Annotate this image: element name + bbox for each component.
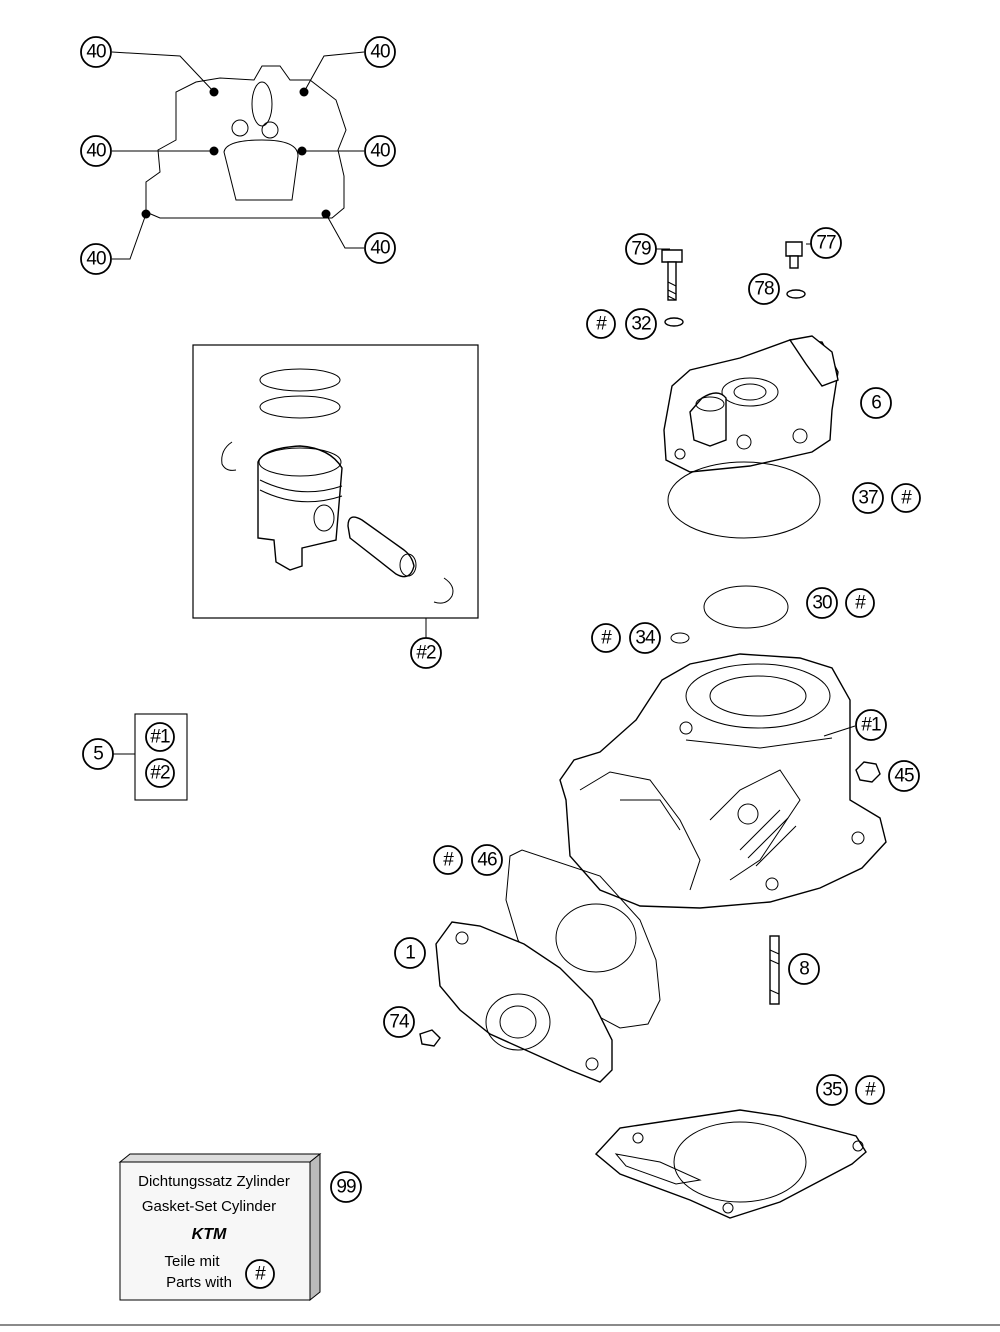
svg-text:45: 45 bbox=[894, 766, 914, 787]
svg-text:8: 8 bbox=[799, 959, 809, 980]
callout-99: 99 bbox=[330, 1171, 362, 1203]
svg-text:74: 74 bbox=[389, 1012, 410, 1033]
svg-text:32: 32 bbox=[631, 314, 651, 335]
page-bottom-rule bbox=[0, 1324, 1000, 1326]
callout-30-hash: # bbox=[845, 588, 875, 618]
callout-35-hash: # bbox=[855, 1075, 885, 1105]
callout-gasket-set-hash: # bbox=[245, 1259, 275, 1289]
svg-text:77: 77 bbox=[816, 233, 836, 254]
svg-text:40: 40 bbox=[86, 42, 106, 63]
callout-46-hash: # bbox=[433, 845, 463, 875]
svg-text:40: 40 bbox=[370, 141, 390, 162]
svg-text:40: 40 bbox=[86, 141, 106, 162]
svg-text:#1: #1 bbox=[150, 727, 170, 748]
callout-45: 45 bbox=[888, 760, 920, 792]
base-gasket-diagram bbox=[111, 51, 365, 260]
callout-40-top-right: 40 bbox=[364, 36, 396, 68]
cylinder-head-bolts bbox=[656, 241, 812, 327]
callout-30: 30 bbox=[806, 587, 838, 619]
callout-40-mid-left: 40 bbox=[80, 135, 112, 167]
svg-text:40: 40 bbox=[370, 42, 390, 63]
svg-text:#: # bbox=[596, 314, 607, 335]
svg-text:#: # bbox=[255, 1264, 266, 1285]
svg-text:#: # bbox=[443, 850, 454, 871]
svg-text:40: 40 bbox=[370, 238, 390, 259]
cylinder-head bbox=[663, 335, 839, 539]
callout-32: 32 bbox=[625, 308, 657, 340]
gasket-set-box: Dichtungssatz Zylinder Gasket-Set Cylind… bbox=[118, 1152, 322, 1302]
svg-text:35: 35 bbox=[822, 1080, 842, 1101]
svg-text:6: 6 bbox=[871, 393, 881, 414]
callout-77: 77 bbox=[810, 227, 842, 259]
svg-text:5: 5 bbox=[93, 744, 103, 765]
item-5-group bbox=[113, 713, 188, 801]
svg-text:78: 78 bbox=[754, 279, 774, 300]
svg-text:#2: #2 bbox=[416, 643, 436, 664]
gasket-set-line-en: Gasket-Set Cylinder bbox=[142, 1198, 276, 1215]
callout-78: 78 bbox=[748, 273, 780, 305]
callout-74: 74 bbox=[383, 1006, 415, 1038]
svg-text:1: 1 bbox=[405, 943, 415, 964]
gasket-set-line-de: Dichtungssatz Zylinder bbox=[138, 1173, 290, 1190]
callout-5: 5 bbox=[82, 738, 114, 770]
callout-34-hash: # bbox=[591, 623, 621, 653]
callout-46: 46 bbox=[471, 844, 503, 876]
callout-40-bottom-left: 40 bbox=[80, 243, 112, 275]
callout-34: 34 bbox=[629, 622, 661, 654]
callout-32-hash: # bbox=[586, 309, 616, 339]
piston-kit-box bbox=[192, 344, 479, 638]
svg-text:#: # bbox=[601, 628, 612, 649]
gasket-set-parts-en: Parts with bbox=[166, 1274, 232, 1291]
cylinder bbox=[559, 653, 887, 909]
callout-piston-kit: #2 bbox=[410, 637, 442, 669]
ktm-logo: KTM bbox=[192, 1226, 227, 1243]
callout-1: 1 bbox=[394, 937, 426, 969]
callout-6: 6 bbox=[860, 387, 892, 419]
svg-text:37: 37 bbox=[858, 488, 878, 509]
callout-35: 35 bbox=[816, 1074, 848, 1106]
svg-text:99: 99 bbox=[336, 1177, 356, 1198]
svg-text:#: # bbox=[855, 593, 866, 614]
svg-text:#: # bbox=[901, 488, 912, 509]
svg-text:79: 79 bbox=[631, 239, 651, 260]
svg-text:34: 34 bbox=[635, 628, 656, 649]
svg-text:46: 46 bbox=[477, 850, 497, 871]
cylinder-base-gasket bbox=[594, 1109, 867, 1219]
svg-text:#: # bbox=[865, 1080, 876, 1101]
callout-5-sub-2: #2 bbox=[145, 758, 175, 788]
svg-text:30: 30 bbox=[812, 593, 832, 614]
callout-37: 37 bbox=[852, 482, 884, 514]
callout-40-bottom-right: 40 bbox=[364, 232, 396, 264]
callout-5-sub-1: #1 bbox=[145, 722, 175, 752]
callout-79: 79 bbox=[625, 233, 657, 265]
callout-8: 8 bbox=[788, 953, 820, 985]
gasket-set-parts-de: Teile mit bbox=[164, 1253, 220, 1270]
cylinder-o-rings bbox=[670, 585, 789, 644]
svg-text:40: 40 bbox=[86, 249, 106, 270]
svg-text:#1: #1 bbox=[861, 715, 881, 736]
svg-text:#2: #2 bbox=[150, 763, 170, 784]
callout-37-hash: # bbox=[891, 483, 921, 513]
callout-40-top-left: 40 bbox=[80, 36, 112, 68]
callout-cylinder: #1 bbox=[855, 709, 887, 741]
intake-gasket-and-flange bbox=[419, 849, 780, 1083]
callout-40-mid-right: 40 bbox=[364, 135, 396, 167]
